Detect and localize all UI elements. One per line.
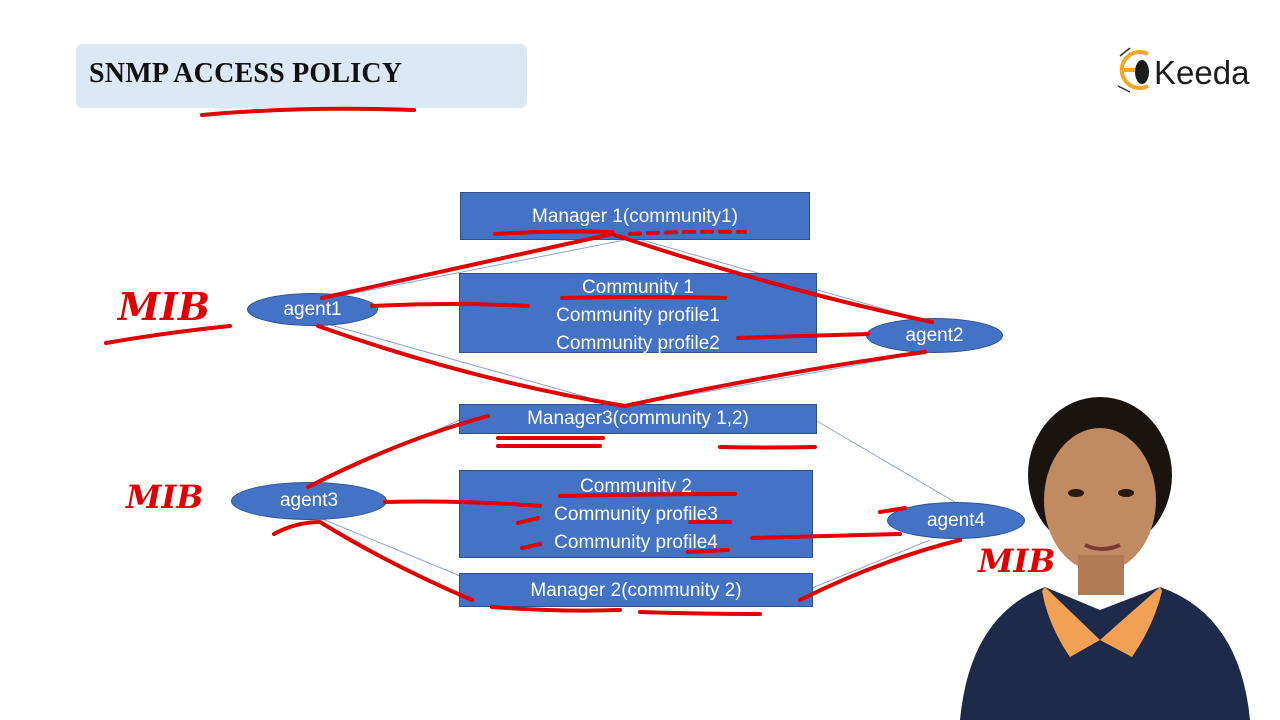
presenter-figure bbox=[950, 395, 1280, 720]
mib-label-1: MIB bbox=[116, 284, 210, 329]
mib-label-2: MIB bbox=[125, 478, 203, 516]
